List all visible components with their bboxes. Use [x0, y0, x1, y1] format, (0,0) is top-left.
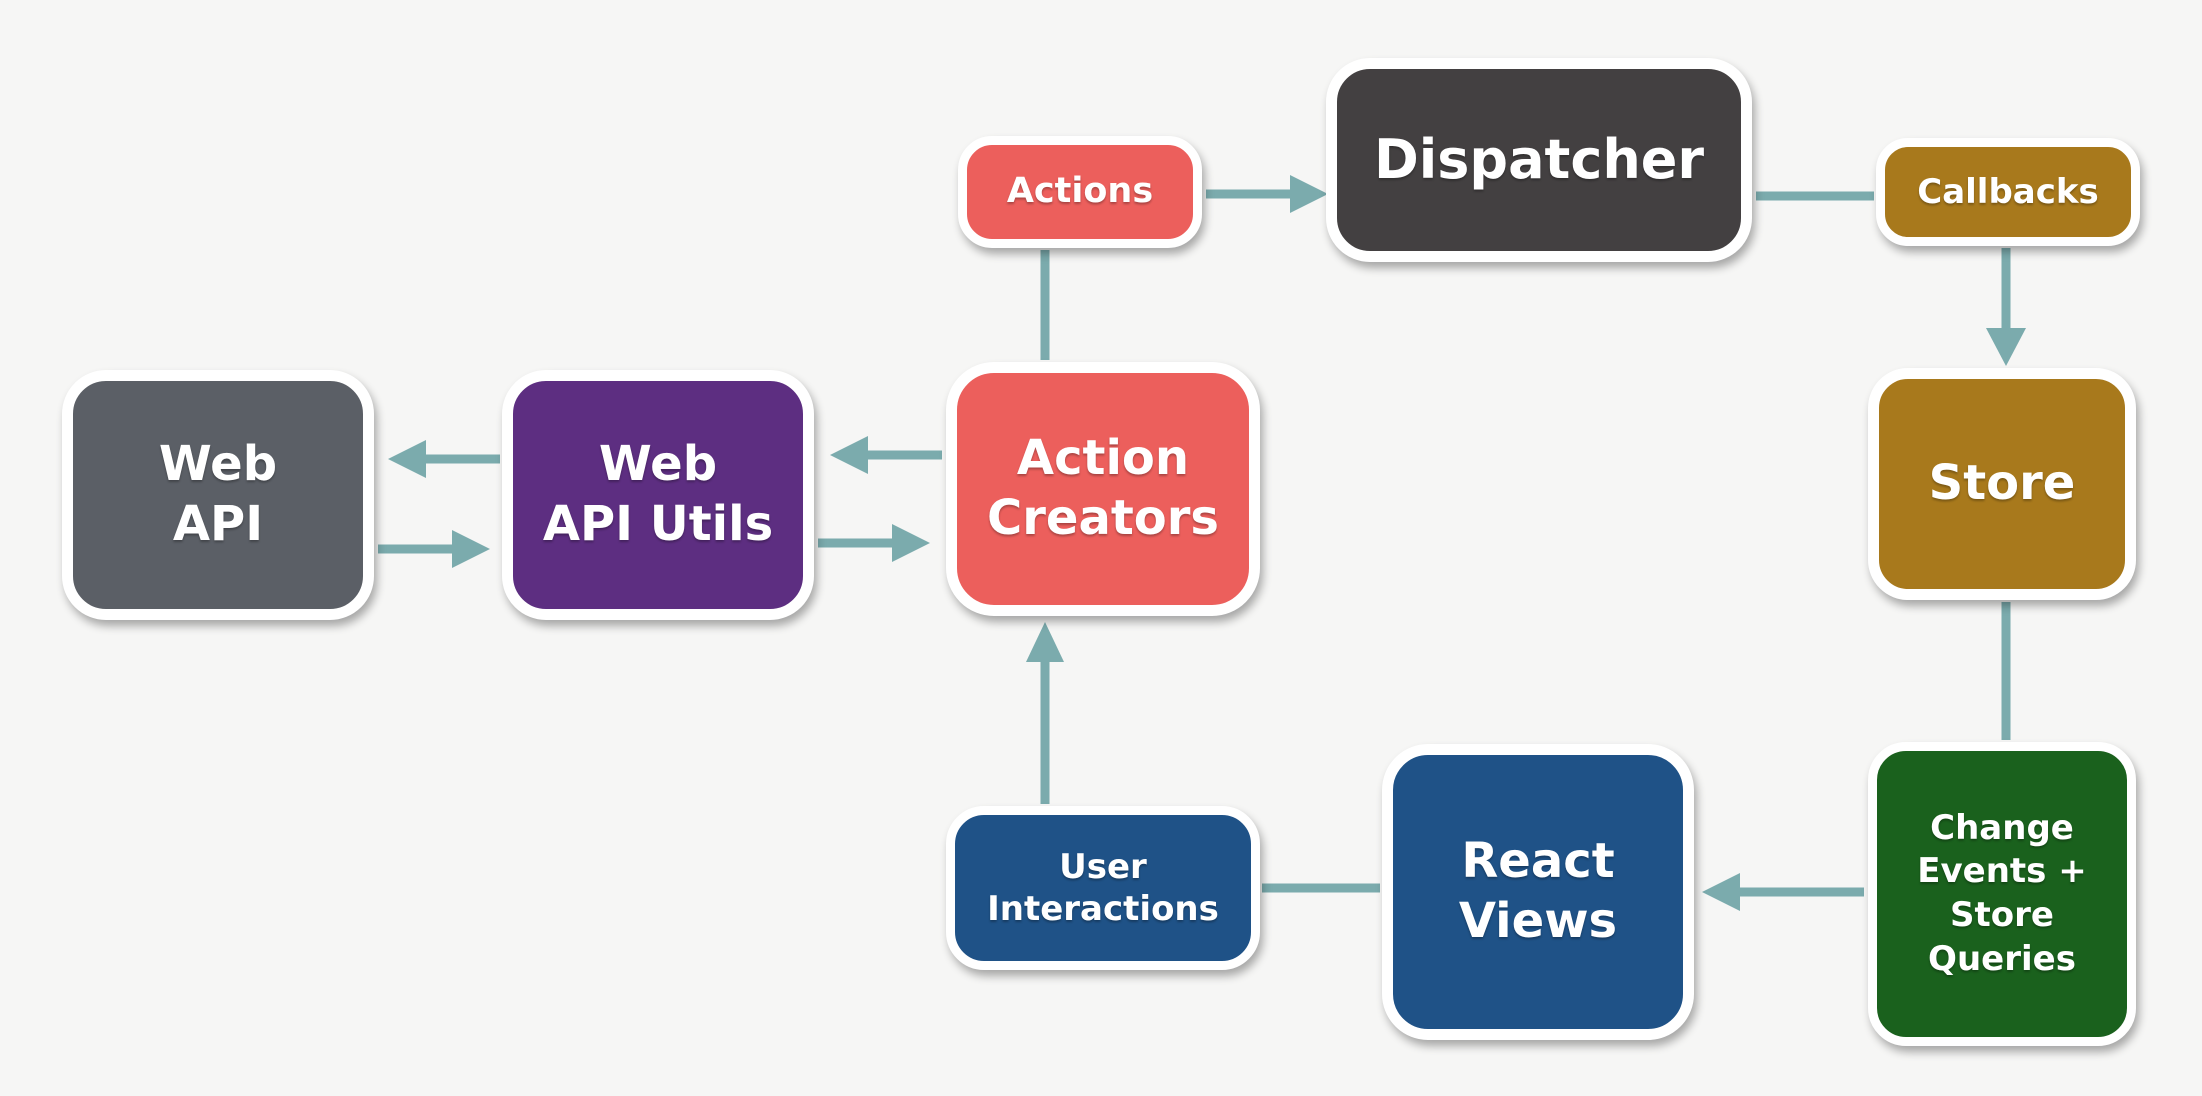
arrowhead-left-icon: [830, 436, 868, 474]
node-actions: Actions: [958, 136, 1202, 248]
edge-web-api-utils-to-web-api: [388, 440, 500, 478]
node-react-views-label: React Views: [1458, 833, 1618, 949]
node-web-api-label: Web API: [158, 436, 278, 552]
edge-web-api-utils-to-action-creators: [818, 524, 930, 562]
node-callbacks-label: Callbacks: [1917, 171, 2099, 212]
edge-callbacks-to-store: [1986, 248, 2026, 366]
node-web-api-utils-label: Web API Utils: [542, 436, 774, 552]
node-change-events-store-queries: Change Events + Store Queries: [1868, 742, 2136, 1046]
node-action-creators: Action Creators: [946, 362, 1260, 616]
arrowhead-up-icon: [1026, 622, 1064, 662]
node-user-interactions-label: User Interactions: [987, 846, 1219, 929]
node-web-api-utils: Web API Utils: [502, 370, 814, 620]
arrowhead-right-icon: [1290, 175, 1328, 213]
node-change-events-store-queries-label: Change Events + Store Queries: [1917, 807, 2087, 979]
arrowhead-left-icon: [388, 440, 426, 478]
node-dispatcher: Dispatcher: [1326, 58, 1752, 262]
arrowhead-right-icon: [452, 530, 490, 568]
edge-action-creators-to-web-api-utils: [830, 436, 942, 474]
edge-user-interactions-to-action-creators: [1026, 622, 1064, 804]
node-store-label: Store: [1928, 455, 2076, 512]
edge-change-events-to-react-views: [1702, 873, 1864, 911]
node-callbacks: Callbacks: [1876, 138, 2140, 246]
node-react-views: React Views: [1382, 744, 1694, 1040]
node-actions-label: Actions: [1006, 171, 1154, 212]
node-store: Store: [1868, 368, 2136, 600]
edge-web-api-to-web-api-utils: [378, 530, 490, 568]
arrowhead-down-icon: [1986, 328, 2026, 366]
node-user-interactions: User Interactions: [946, 806, 1260, 970]
edge-actions-to-dispatcher: [1206, 175, 1328, 213]
arrowhead-left-icon: [1702, 873, 1740, 911]
node-web-api: Web API: [62, 370, 374, 620]
node-dispatcher-label: Dispatcher: [1373, 127, 1705, 191]
node-action-creators-label: Action Creators: [986, 430, 1219, 546]
arrowhead-right-icon: [892, 524, 930, 562]
